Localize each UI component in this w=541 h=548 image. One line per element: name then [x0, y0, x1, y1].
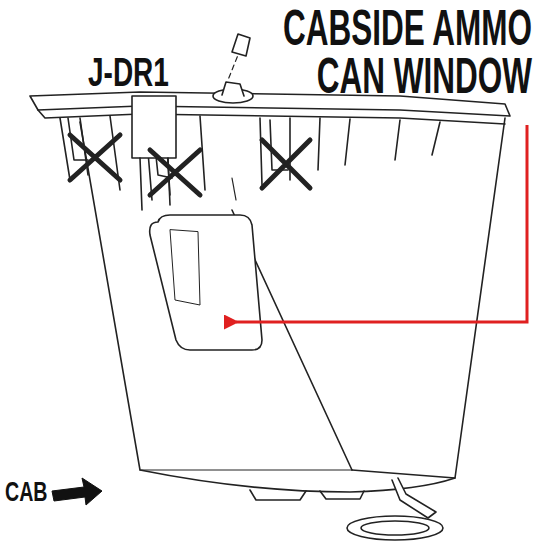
- callout-label: CABSIDE AMMO CAN WINDOW: [249, 4, 533, 100]
- direction-label: CAB: [5, 476, 47, 508]
- part-number: J-DR1: [88, 50, 169, 94]
